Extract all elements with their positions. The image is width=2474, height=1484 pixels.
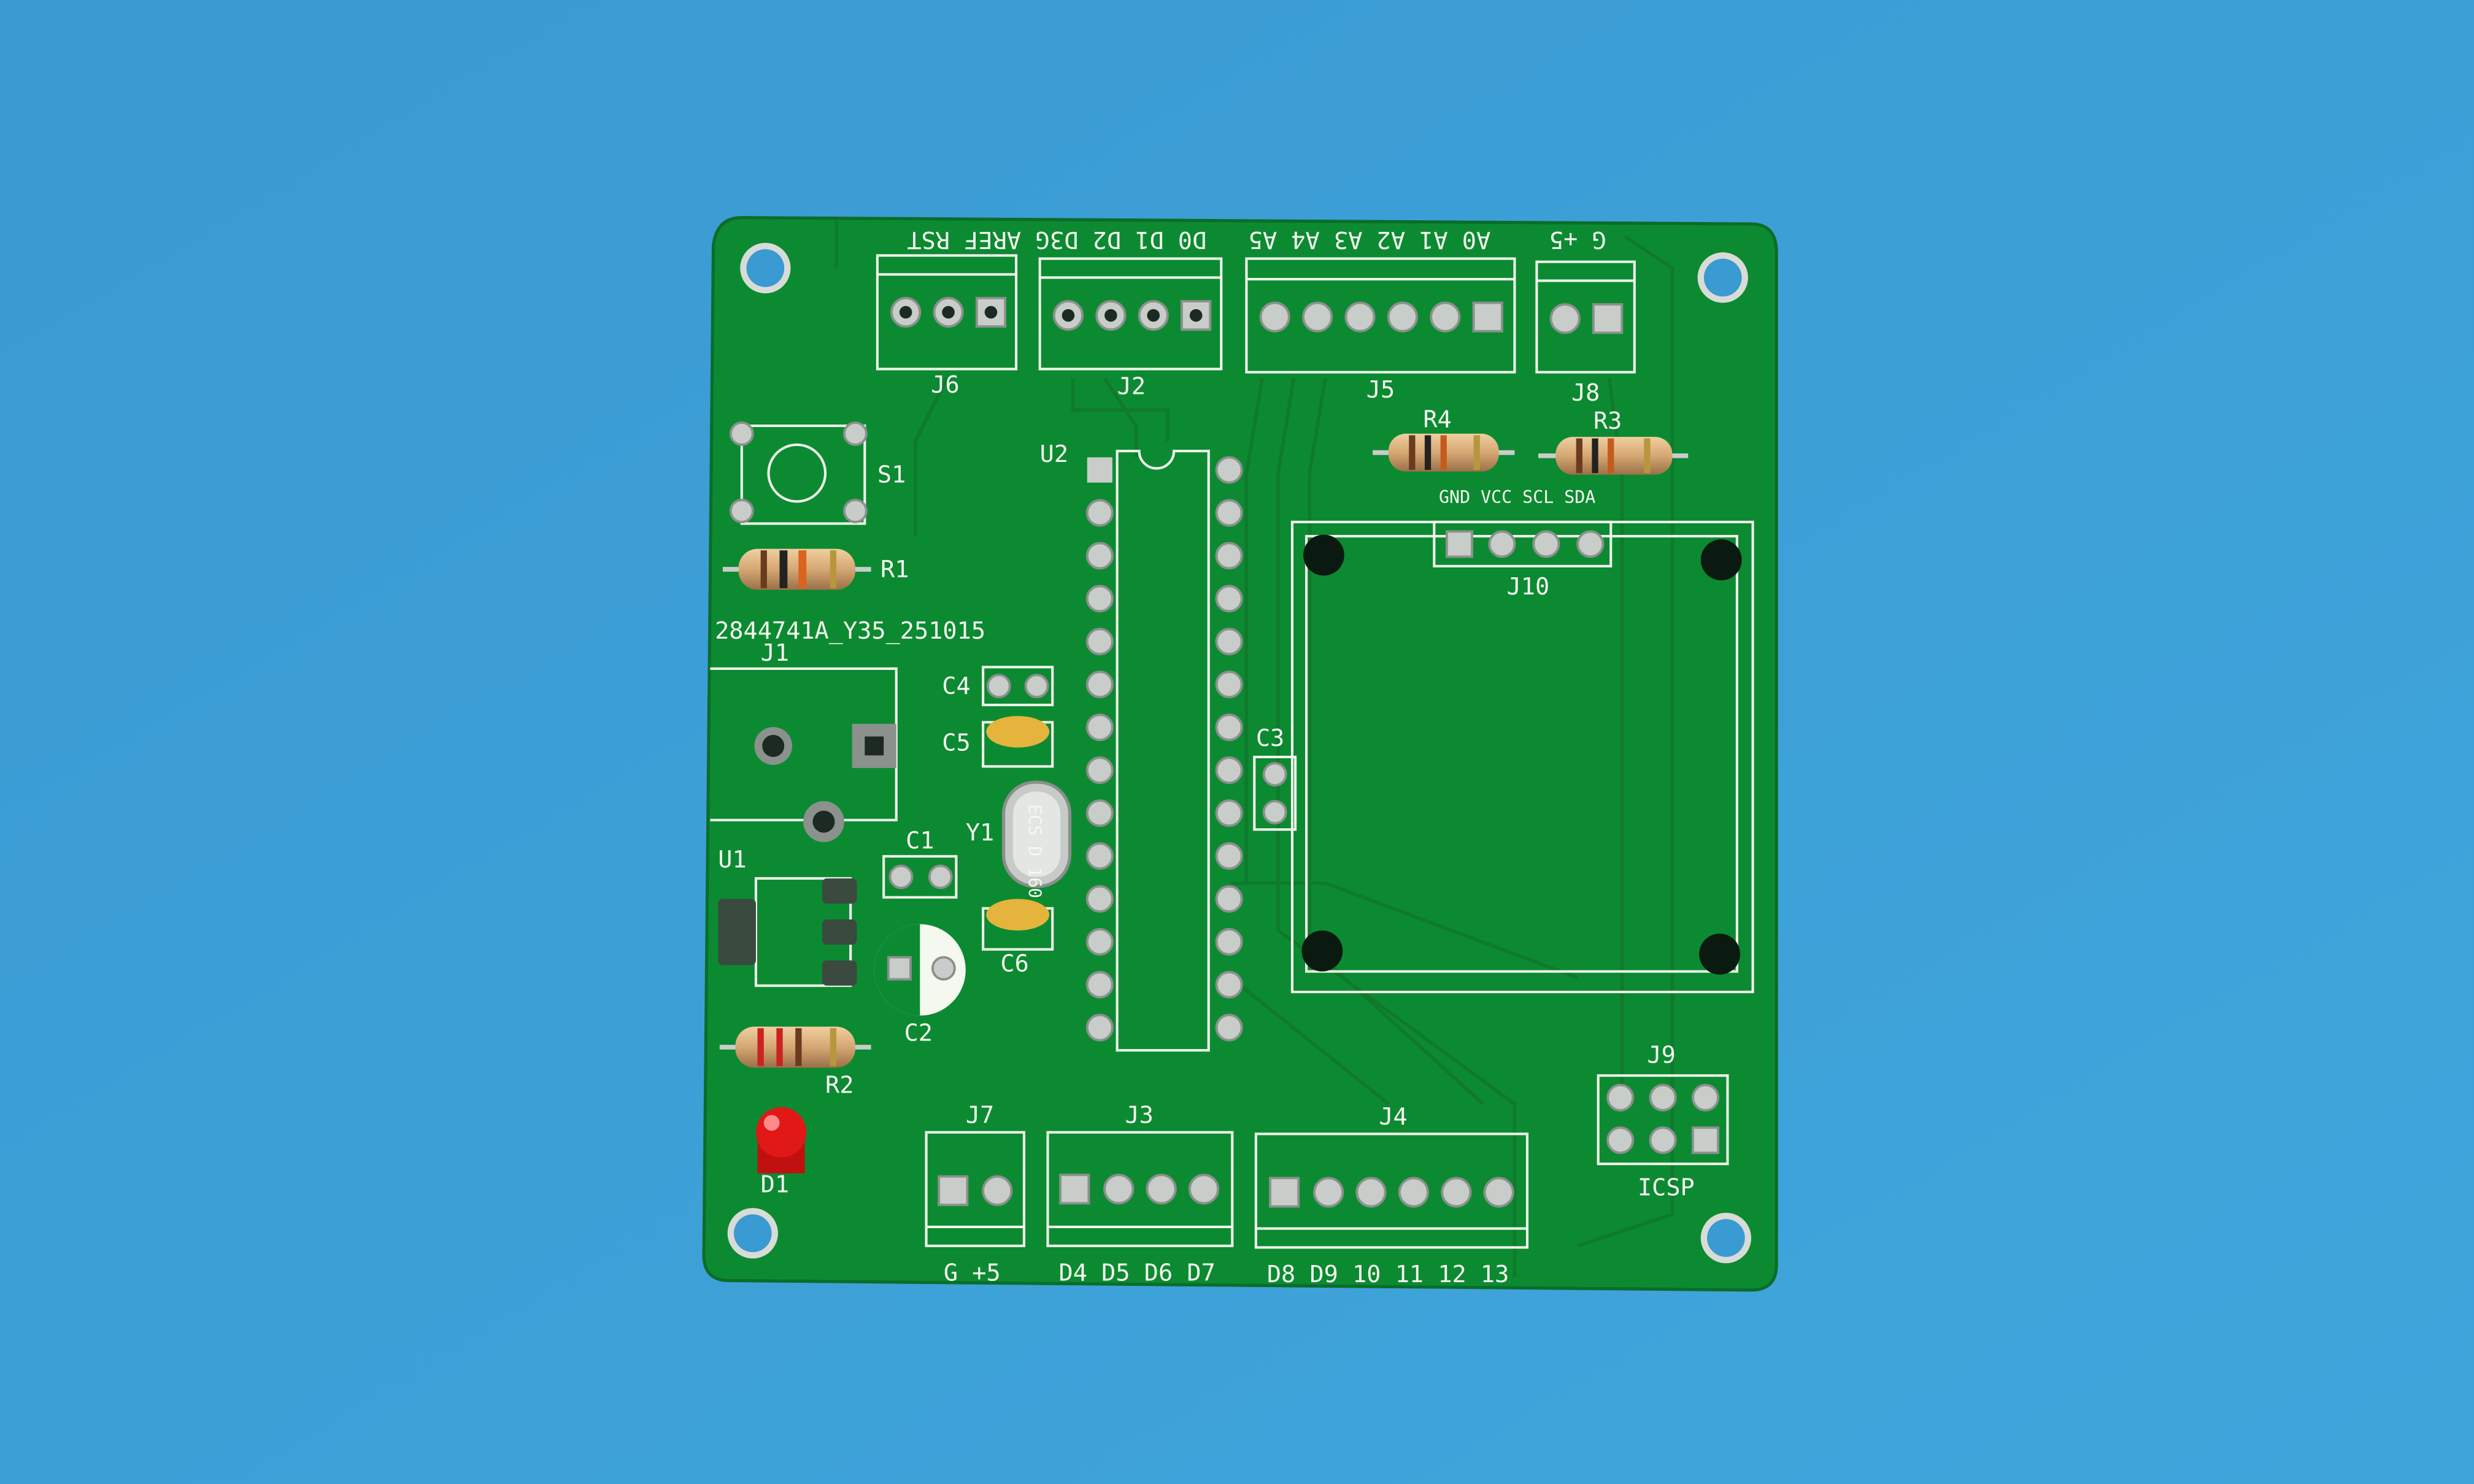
crystal-y1: ECS D 160: [1001, 780, 1072, 898]
label-r4: R4: [1423, 406, 1451, 434]
u2-pin: [1085, 928, 1114, 956]
label-j6: J6: [931, 371, 959, 399]
label-r2: R2: [825, 1071, 854, 1099]
u2-pin: [1215, 1013, 1243, 1042]
u2-pin: [1085, 628, 1114, 656]
u2-pins: [1085, 456, 1243, 1042]
label-j5: J5: [1366, 376, 1395, 404]
label-r3: R3: [1593, 407, 1622, 435]
top-label-j8: G +5: [1549, 226, 1606, 253]
u2-pin: [1215, 499, 1243, 527]
capacitor-c2: [874, 924, 966, 1016]
u2-pin: [1085, 799, 1114, 827]
bottom-label-j7: G +5: [944, 1259, 1001, 1286]
resistor-r4: [1373, 433, 1515, 472]
label-icsp: ICSP: [1638, 1174, 1695, 1202]
u2-pin: [1215, 456, 1243, 484]
label-u2: U2: [1040, 440, 1068, 468]
display-footprint-j10: [1290, 520, 1754, 994]
u2-pin: [1215, 671, 1243, 699]
u2-pin: [1215, 928, 1243, 956]
u2-pin: [1215, 628, 1243, 656]
u2-pin: [1215, 885, 1243, 913]
pcb-board: [702, 216, 1778, 1292]
u2-pin: [1085, 499, 1114, 527]
u2-pin: [1085, 542, 1114, 570]
u2-pin: [1215, 842, 1243, 870]
top-label-j5: A0 A1 A2 A3 A4 A5: [1249, 226, 1491, 253]
pushbutton-s1: [729, 421, 868, 525]
header-j4: [1254, 1132, 1529, 1249]
power-jack-j1: [710, 667, 898, 842]
header-j8: [1535, 260, 1636, 374]
u2-pin: [1215, 713, 1243, 742]
label-j4: J4: [1379, 1103, 1407, 1131]
top-label-j6: G AREF RST: [907, 226, 1049, 253]
label-s1: S1: [877, 461, 906, 489]
label-r1: R1: [881, 556, 909, 583]
label-y1: Y1: [966, 819, 994, 847]
crystal-marking: ECS D 160: [1025, 804, 1045, 898]
bottom-label-j3: D4 D5 D6 D7: [1059, 1259, 1216, 1286]
label-j2: J2: [1117, 373, 1146, 401]
label-j7: J7: [966, 1101, 994, 1129]
label-j10: J10: [1507, 573, 1550, 601]
label-u1: U1: [718, 846, 746, 874]
capacitor-c4: [982, 666, 1054, 707]
u2-pin: [1085, 842, 1114, 870]
top-label-j2: D0 D1 D2 D3: [1050, 226, 1206, 253]
u2-pin: [1215, 542, 1243, 570]
resistor-r1: [722, 548, 871, 590]
header-j7: [925, 1131, 1026, 1247]
j10-pin-labels: GND VCC SCL SDA: [1439, 487, 1595, 507]
label-c4: C4: [942, 672, 970, 700]
u2-pin: [1085, 885, 1114, 913]
bottom-label-j4: D8 D9 10 11 12 13: [1267, 1261, 1509, 1288]
header-j2: [1038, 257, 1223, 371]
resistor-r3: [1538, 437, 1689, 475]
u2-pin: [1085, 756, 1114, 785]
u2-pin: [1215, 799, 1243, 827]
u2-pin: [1085, 971, 1114, 999]
led-d1: [755, 1107, 807, 1174]
capacitor-c3: [1253, 755, 1297, 831]
header-j3: [1046, 1131, 1234, 1247]
label-d1: D1: [761, 1171, 789, 1198]
label-j1: J1: [761, 639, 789, 667]
capacitor-c5: [982, 716, 1054, 768]
board-serial: 2844741A_Y35_251015: [715, 617, 985, 645]
label-c5: C5: [942, 729, 970, 757]
regulator-u1: [718, 877, 857, 987]
u2-pin: [1215, 971, 1243, 999]
label-c6: C6: [1000, 950, 1028, 978]
copper-traces: [834, 220, 1674, 1278]
icsp-header-j9: [1597, 1074, 1729, 1166]
label-j3: J3: [1125, 1101, 1153, 1129]
header-j5: [1245, 257, 1516, 374]
label-j8: J8: [1571, 379, 1600, 407]
u2-pin: [1215, 585, 1243, 613]
label-c1: C1: [906, 827, 934, 855]
label-j9: J9: [1647, 1042, 1675, 1069]
ic-socket-u2: [1087, 450, 1210, 1052]
u2-pin: [1085, 713, 1114, 742]
u2-pin: [1085, 1013, 1114, 1042]
label-c3: C3: [1256, 725, 1284, 752]
capacitor-c1: [882, 855, 958, 899]
header-j6: [876, 254, 1018, 371]
mounting-holes: [727, 242, 1752, 1264]
u2-pin: [1215, 756, 1243, 785]
capacitor-c6: [982, 899, 1054, 951]
u2-pin: [1085, 671, 1114, 699]
u2-pin: [1085, 585, 1114, 613]
label-c2: C2: [904, 1020, 933, 1047]
resistor-r2: [719, 1026, 871, 1068]
